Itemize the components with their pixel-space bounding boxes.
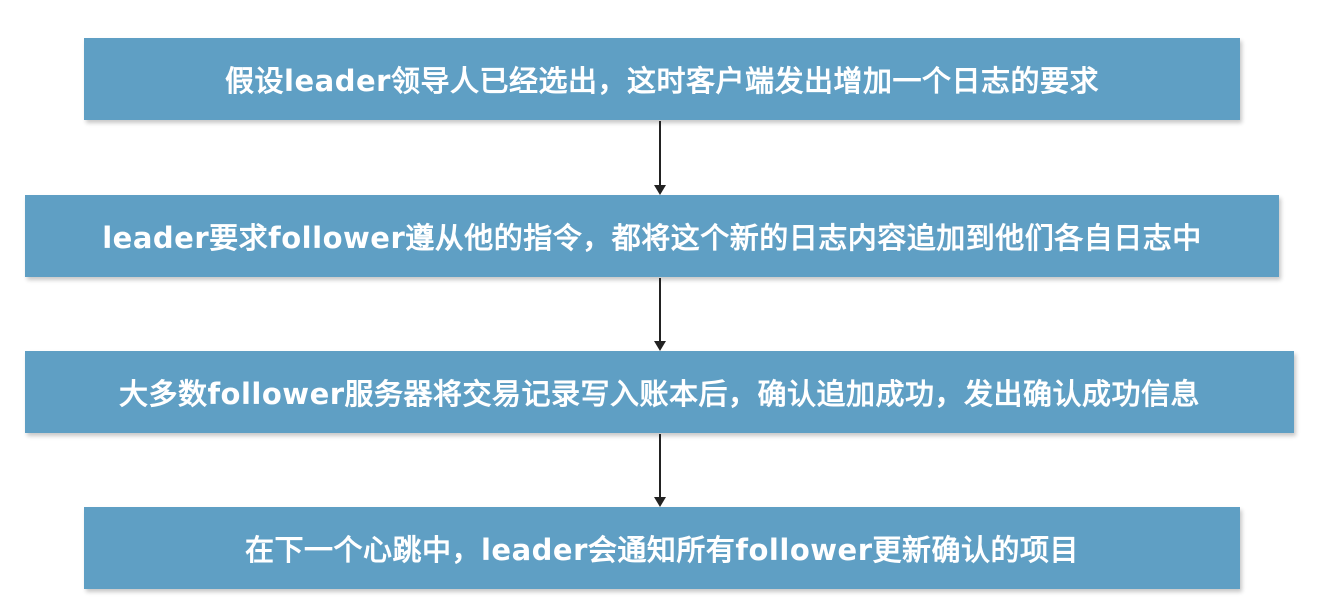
- flow-step-1-text: 假设leader领导人已经选出，这时客户端发出增加一个日志的要求: [225, 64, 1099, 98]
- arrow-1-to-2: [654, 121, 666, 195]
- flow-step-4: 在下一个心跳中，leader会通知所有follower更新确认的项目: [84, 507, 1240, 589]
- flow-step-1: 假设leader领导人已经选出，这时客户端发出增加一个日志的要求: [84, 38, 1240, 120]
- flow-step-4-text: 在下一个心跳中，leader会通知所有follower更新确认的项目: [244, 533, 1079, 567]
- flow-step-3: 大多数follower服务器将交易记录写入账本后，确认追加成功，发出确认成功信息: [25, 351, 1294, 433]
- arrow-2-to-3: [654, 278, 666, 351]
- flow-step-3-text: 大多数follower服务器将交易记录写入账本后，确认追加成功，发出确认成功信息: [118, 377, 1201, 411]
- flow-step-2: leader要求follower遵从他的指令，都将这个新的日志内容追加到他们各自…: [25, 195, 1279, 277]
- arrow-down-icon: [654, 341, 666, 351]
- flow-step-2-text: leader要求follower遵从他的指令，都将这个新的日志内容追加到他们各自…: [102, 221, 1202, 255]
- arrow-down-icon: [654, 185, 666, 195]
- arrow-down-icon: [654, 497, 666, 507]
- arrow-3-to-4: [654, 434, 666, 507]
